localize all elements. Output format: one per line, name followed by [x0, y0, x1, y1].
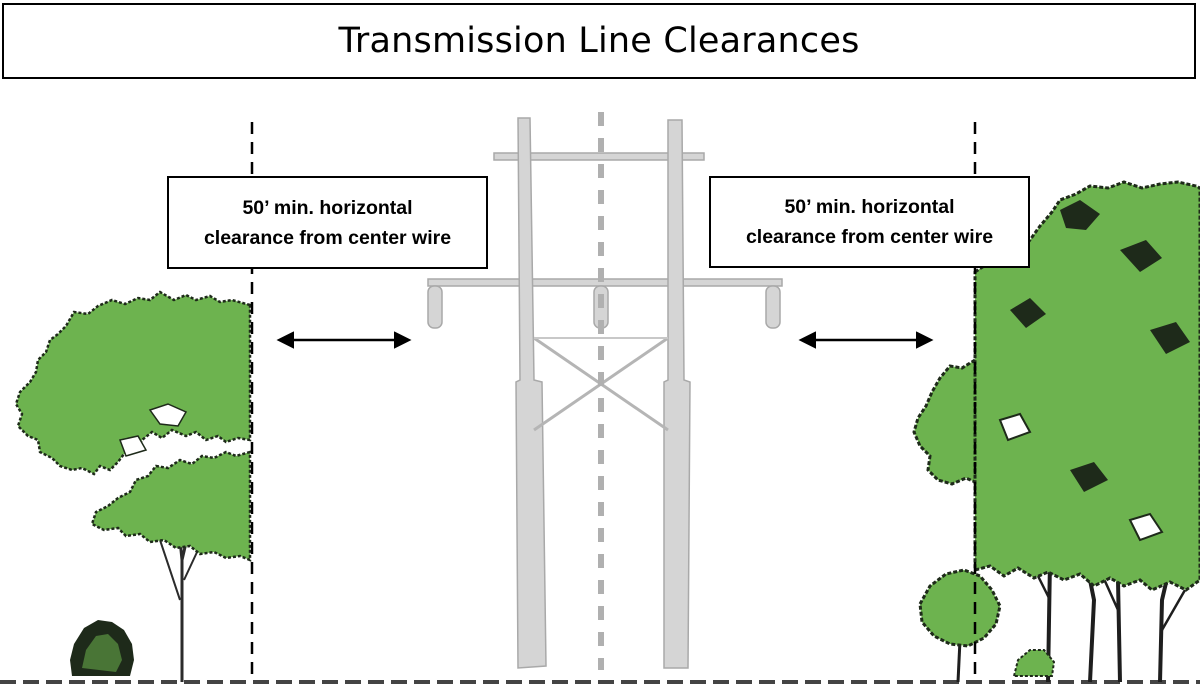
right-small-tree-icon: [918, 568, 1056, 683]
right-label-line1: 50’ min. horizontal: [784, 196, 955, 218]
left-shrub-icon: [70, 620, 134, 676]
right-label-line2: clearance from center wire: [745, 226, 994, 248]
right-clearance-label: 50’ min. horizontal clearance from cente…: [709, 176, 1030, 268]
left-clearance-label: 50’ min. horizontal clearance from cente…: [167, 176, 488, 269]
transmission-tower-icon: [427, 112, 783, 670]
left-tree-icon: [14, 290, 252, 682]
left-label-line1: 50’ min. horizontal: [242, 196, 413, 219]
left-label-line2: clearance from center wire: [203, 226, 452, 249]
right-tree-icon: [912, 180, 1200, 683]
title-box: Transmission Line Clearances: [2, 3, 1196, 79]
diagram-title: Transmission Line Clearances: [338, 21, 860, 61]
